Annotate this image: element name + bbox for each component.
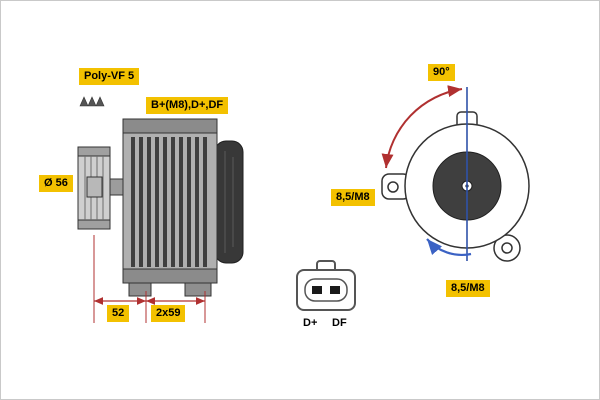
front-mount-foot bbox=[128, 282, 152, 297]
rear-mount-foot bbox=[184, 282, 212, 297]
angle-arc bbox=[381, 85, 463, 169]
label-pin-df: DF bbox=[332, 317, 347, 329]
pin-dplus bbox=[312, 286, 322, 294]
rotation-arrow bbox=[426, 238, 472, 257]
label-pin-dplus: D+ bbox=[303, 317, 318, 329]
label-mount-hole-left: 8,5/M8 bbox=[331, 189, 375, 207]
mount-hole-bottom bbox=[501, 242, 513, 254]
mount-hole-left bbox=[387, 181, 399, 193]
label-belt-type: Poly-VF 5 bbox=[79, 68, 140, 86]
alternator-side-view bbox=[77, 96, 244, 297]
label-terminals: B+(M8),D+,DF bbox=[146, 97, 229, 115]
pin-df bbox=[330, 286, 340, 294]
label-dim-52: 52 bbox=[107, 305, 130, 323]
label-mount-angle: 90° bbox=[428, 64, 455, 82]
label-dim-2x59: 2x59 bbox=[151, 305, 186, 323]
pulley bbox=[77, 146, 111, 230]
dimension-lines bbox=[93, 235, 206, 323]
label-mount-hole-bottom: 8,5/M8 bbox=[446, 280, 490, 298]
housing bbox=[122, 118, 244, 297]
belt-profile-icon bbox=[79, 96, 105, 107]
label-pulley-diameter: Ø 56 bbox=[39, 175, 73, 193]
alternator-rear-view bbox=[381, 85, 530, 262]
connector-plug bbox=[296, 260, 356, 311]
